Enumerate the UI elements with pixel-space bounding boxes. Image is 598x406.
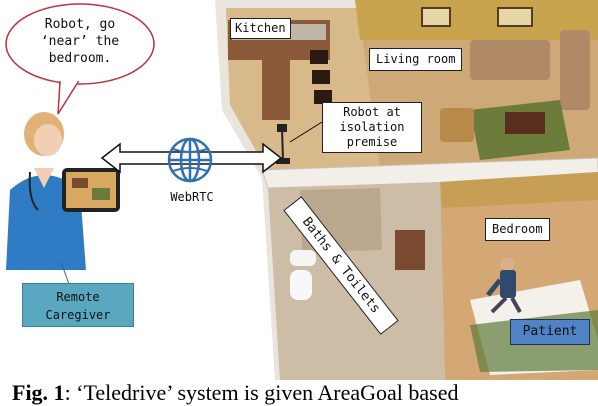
robot-location-line-1: Robot at bbox=[343, 105, 401, 119]
living-room-label: Living room bbox=[369, 48, 463, 71]
caption-prefix: Fig. 1 bbox=[12, 380, 65, 405]
remote-caregiver-box: Remote Caregiver bbox=[22, 283, 134, 327]
globe-icon bbox=[167, 137, 213, 183]
speech-line-3: bedroom. bbox=[48, 51, 112, 66]
robot-location-label: Robot at isolation premise bbox=[322, 102, 422, 153]
speech-bubble bbox=[5, 3, 155, 115]
remote-caregiver-line-2: Caregiver bbox=[45, 308, 111, 322]
speech-bubble-text: Robot, go ‘near’ the bedroom. bbox=[10, 16, 150, 67]
bedroom-label: Bedroom bbox=[485, 218, 550, 241]
speech-line-1: Robot, go bbox=[44, 17, 116, 32]
robot-location-line-2: isolation bbox=[339, 120, 405, 134]
caption-text: : ‘Teledrive’ system is given AreaGoal b… bbox=[64, 380, 459, 405]
remote-caregiver-line-1: Remote bbox=[56, 290, 100, 304]
caregiver-connector bbox=[60, 262, 70, 285]
connection-arrow bbox=[100, 142, 283, 174]
webrtc-label: WebRTC bbox=[170, 190, 214, 204]
kitchen-label: Kitchen bbox=[230, 18, 291, 39]
robot-pointer-line bbox=[289, 121, 323, 143]
figure-caption: Fig. 1: ‘Teledrive’ system is given Area… bbox=[12, 380, 598, 406]
robot-location-line-3: premise bbox=[346, 135, 398, 149]
speech-line-2: ‘near’ the bbox=[40, 34, 120, 49]
patient-box: Patient bbox=[510, 319, 590, 345]
caregiver-figure bbox=[6, 112, 120, 270]
